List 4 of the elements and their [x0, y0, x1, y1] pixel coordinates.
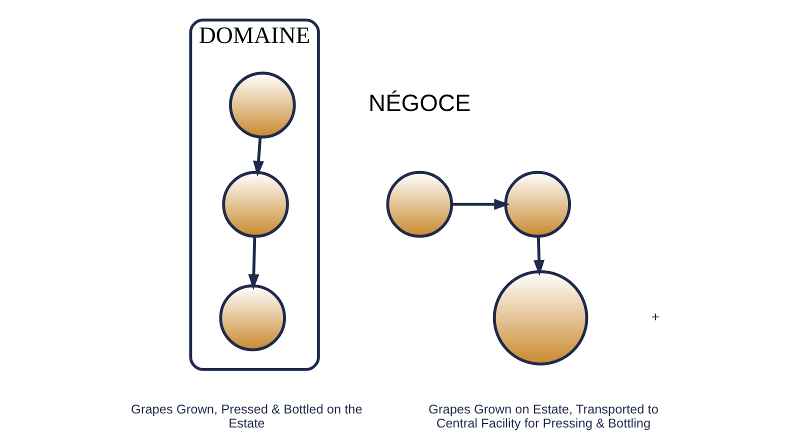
label: Grapes Grown on Estate, Transported to Central Facility for Pressing & Bottling — [428, 402, 658, 430]
label: Grapes Grown, Pressed & Bottled on the Estate — [130, 402, 362, 430]
label: NÉGOCE — [368, 90, 470, 116]
label: + — [651, 309, 660, 324]
